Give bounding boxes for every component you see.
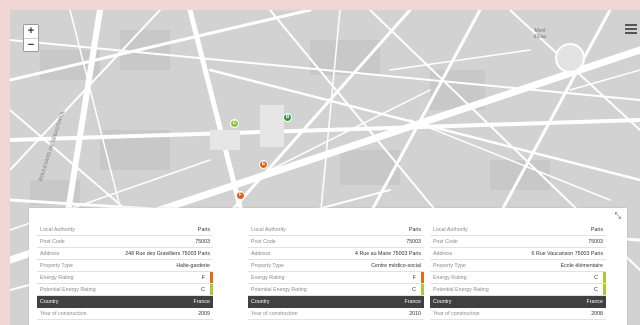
detail-row: Property Type Ecole élémentaire [430,260,606,272]
detail-value: Halte-garderie [176,262,210,269]
detail-key: Address [40,250,60,257]
detail-value: C [594,274,598,281]
detail-row: Post Code 75003 [248,236,424,248]
detail-key: Potential Energy Rating [251,286,307,293]
detail-row: Potential Energy Rating C [248,284,424,296]
detail-row: Country France [430,296,606,308]
detail-key: Address [251,250,271,257]
detail-key: Energy Rating [433,274,467,281]
detail-key: Property Type [40,262,73,269]
detail-value: France [193,299,211,305]
detail-row: Post Code 75003 [37,236,213,248]
detail-row: Local Authority Paris [37,224,213,236]
detail-key: Post Code [251,238,276,245]
detail-key: Post Code [433,238,458,245]
detail-row: Local Authority Paris [430,224,606,236]
detail-key: Property Type [433,262,466,269]
detail-value: 2010 [409,310,421,317]
detail-key: Country [40,299,59,305]
detail-value: 4 Rue au Maire 75003 Paris [355,250,421,257]
detail-key: Year of construction [40,310,87,317]
detail-row: Year of construction 2009 [37,308,213,320]
map-marker[interactable]: F [236,191,245,200]
detail-value: 2008 [591,310,603,317]
detail-value: C [594,286,598,293]
detail-key: Potential Energy Rating [433,286,489,293]
detail-key: Local Authority [251,226,286,233]
detail-key: Local Authority [40,226,75,233]
detail-key: Energy Rating [251,274,285,281]
detail-row: Energy Rating C [430,272,606,284]
detail-value: 2009 [198,310,210,317]
detail-value: Ecole élémentaire [560,262,603,269]
rating-color-bar [603,272,606,283]
detail-value: F [201,274,205,281]
rating-color-bar [210,272,213,283]
rating-color-bar [210,284,213,295]
detail-value: France [586,299,604,305]
detail-key: Country [251,299,270,305]
detail-row: Year of construction 2008 [430,308,606,320]
detail-value: C [412,286,416,293]
detail-value: Centre médico-social [371,262,421,269]
place-label: Mont d'Eau [533,28,547,40]
detail-row: Country France [248,296,424,308]
detail-key: Property Type [251,262,284,269]
rating-color-bar [421,272,424,283]
detail-key: Country [433,299,452,305]
collapse-icon[interactable]: ⤡ [614,211,621,220]
menu-icon[interactable] [625,24,637,35]
detail-value: 6 Rue Vaucanson 75003 Paris [531,250,603,257]
detail-row: Potential Energy Rating C [37,284,213,296]
rating-color-bar [603,284,606,295]
detail-value: Paris [197,226,210,233]
detail-value: 75003 [588,238,603,245]
detail-row: Potential Energy Rating C [430,284,606,296]
zoom-control: + − [23,24,39,52]
detail-key: Post Code [40,238,65,245]
detail-row: Year of construction 2010 [248,308,424,320]
detail-row: Energy Rating F [37,272,213,284]
detail-row: Property Type Centre médico-social [248,260,424,272]
detail-row: Address 4 Rue au Maire 75003 Paris [248,248,424,260]
detail-key: Potential Energy Rating [40,286,96,293]
detail-value: Paris [590,226,603,233]
detail-row: Address 248 Rue des Gravilliers 75003 Par… [37,248,213,260]
detail-row: Local Authority Paris [248,224,424,236]
detail-value: 75003 [195,238,210,245]
detail-value: F [412,274,416,281]
detail-key: Address [433,250,453,257]
detail-value: France [404,299,422,305]
map-marker[interactable]: E [259,160,268,169]
detail-value: C [201,286,205,293]
detail-key: Year of construction [433,310,480,317]
rating-color-bar [421,284,424,295]
zoom-out-button[interactable]: − [24,38,38,51]
detail-value: 75003 [406,238,421,245]
detail-row: Country France [37,296,213,308]
detail-row: Energy Rating F [248,272,424,284]
detail-row: Property Type Halte-garderie [37,260,213,272]
map-marker[interactable]: B [283,113,292,122]
detail-key: Year of construction [251,310,298,317]
detail-key: Energy Rating [40,274,74,281]
detail-value: Paris [408,226,421,233]
map-marker[interactable]: C [230,119,239,128]
detail-key: Local Authority [433,226,468,233]
detail-value: 248 Rue des Gravilliers 75003 Paris [125,250,210,257]
zoom-in-button[interactable]: + [24,25,38,38]
detail-row: Address 6 Rue Vaucanson 75003 Paris [430,248,606,260]
detail-row: Post Code 75003 [430,236,606,248]
